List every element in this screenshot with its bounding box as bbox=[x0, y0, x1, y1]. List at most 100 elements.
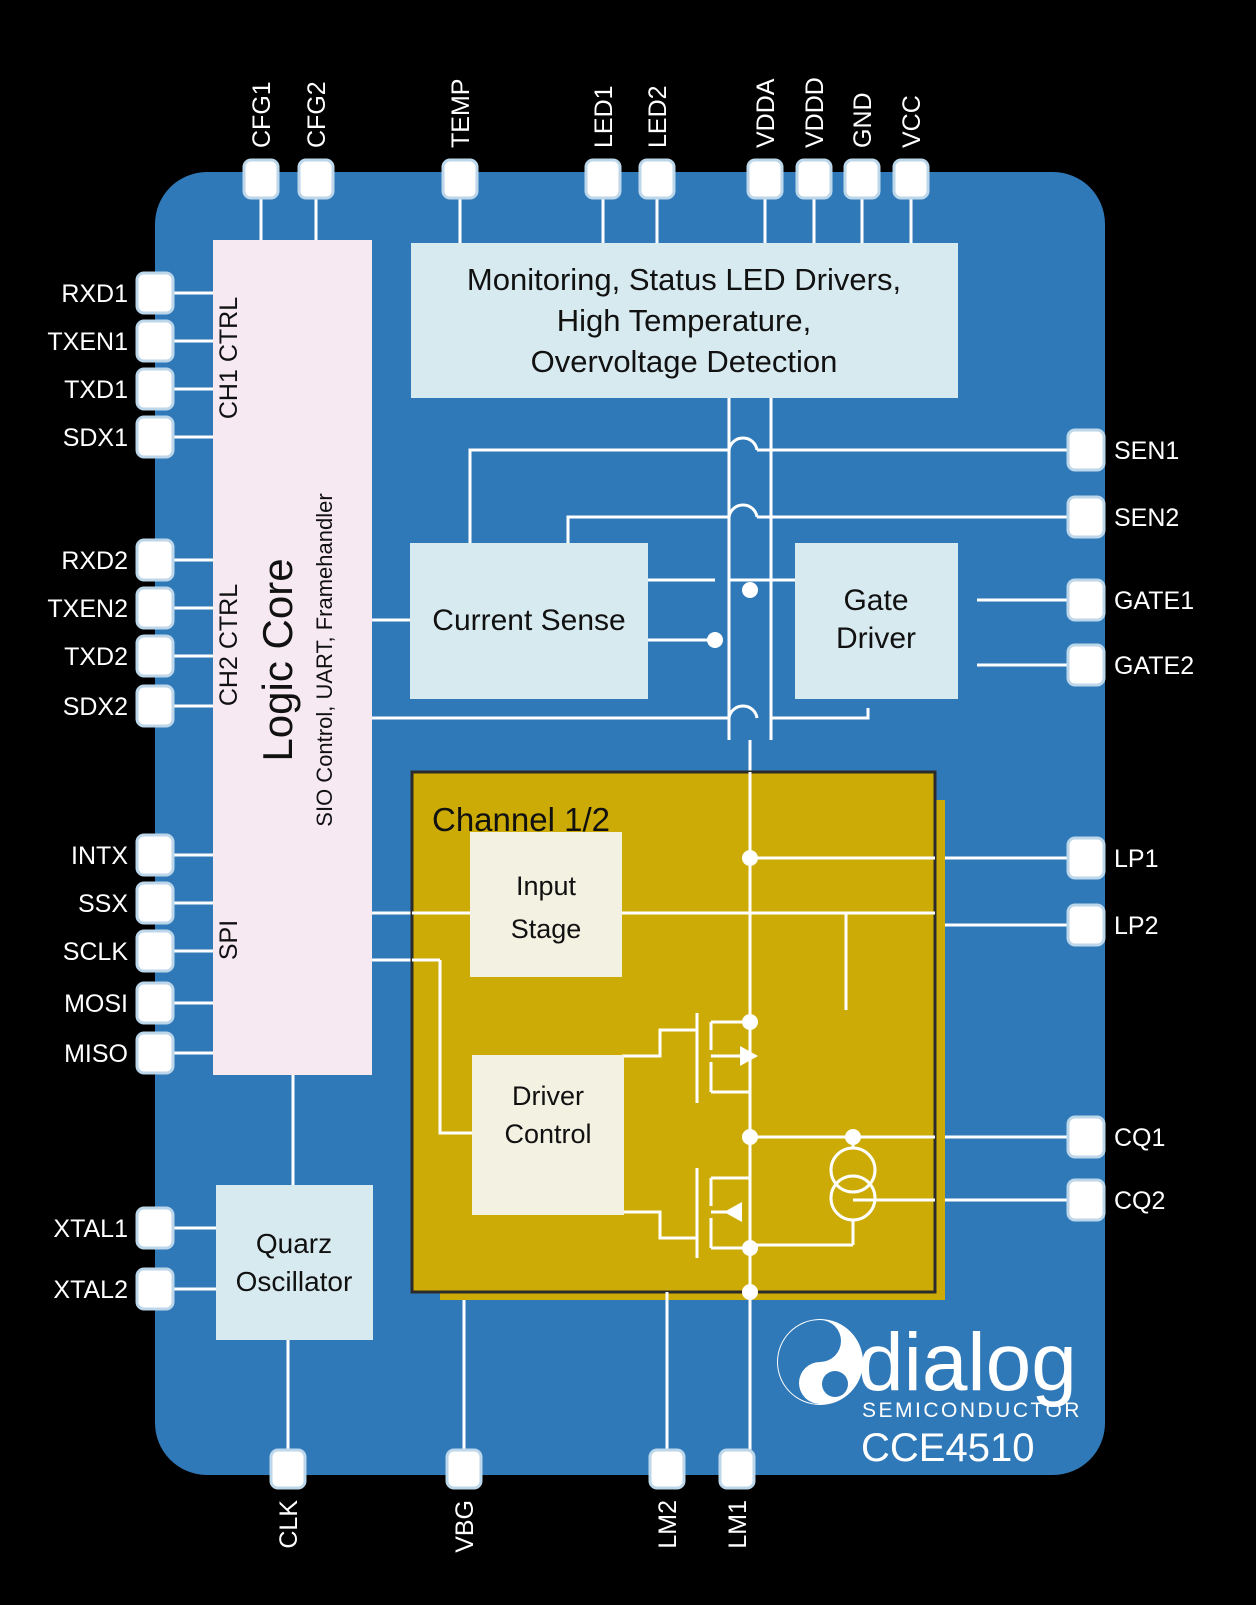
logic-core-block bbox=[213, 240, 372, 1075]
pin-label-CFG1: CFG1 bbox=[248, 81, 276, 148]
pin-pad-CQ1[interactable] bbox=[1066, 1115, 1106, 1159]
pin-pad-SEN1[interactable] bbox=[1066, 428, 1106, 472]
pin-pad-VBG[interactable] bbox=[445, 1448, 483, 1490]
driver-control-label-2: Control bbox=[504, 1119, 591, 1149]
pin-pad-SDX2[interactable] bbox=[135, 684, 175, 728]
pin-pad-TXEN1[interactable] bbox=[135, 319, 175, 363]
quarz-oscillator-block bbox=[216, 1185, 373, 1340]
pin-label-VCC: VCC bbox=[898, 95, 926, 148]
pin-label-XTAL2: XTAL2 bbox=[53, 1276, 128, 1304]
logic-core-title: Logic Core bbox=[254, 558, 301, 761]
pin-label-MISO: MISO bbox=[64, 1040, 128, 1068]
pin-label-INTX: INTX bbox=[71, 842, 128, 870]
input-stage-label-2: Stage bbox=[511, 914, 582, 944]
pin-label-CQ1: CQ1 bbox=[1114, 1124, 1165, 1152]
pin-pad-LED2[interactable] bbox=[638, 158, 676, 200]
quarz-oscillator-label-1: Quarz bbox=[256, 1228, 332, 1259]
pin-pad-CQ2[interactable] bbox=[1066, 1178, 1106, 1222]
pin-pad-MISO[interactable] bbox=[135, 1031, 175, 1075]
pin-pad-VDDA[interactable] bbox=[746, 158, 784, 200]
pin-label-CQ2: CQ2 bbox=[1114, 1187, 1165, 1215]
gate-driver-label-1: Gate bbox=[843, 584, 908, 617]
input-stage-block bbox=[470, 832, 622, 977]
bottom-pin-group: CLK VBG LM2 LM1 bbox=[269, 1448, 756, 1553]
left-pin-group: RXD1TXEN1TXD1SDX1RXD2TXEN2TXD2SDX2INTXSS… bbox=[47, 271, 175, 1311]
pin-label-VBG: VBG bbox=[451, 1500, 479, 1553]
dialog-subtitle: SEMICONDUCTOR bbox=[862, 1399, 1082, 1422]
gate-driver-block bbox=[795, 543, 958, 699]
driver-control-label-1: Driver bbox=[512, 1081, 584, 1111]
pin-pad-CFG1[interactable] bbox=[242, 158, 280, 200]
monitoring-label-2: High Temperature, bbox=[557, 303, 811, 338]
driver-control-block bbox=[472, 1055, 624, 1215]
pin-pad-INTX[interactable] bbox=[135, 833, 175, 877]
pin-label-RXD1: RXD1 bbox=[61, 280, 128, 308]
monitoring-label-3: Overvoltage Detection bbox=[531, 344, 838, 379]
pin-pad-TEMP[interactable] bbox=[441, 158, 479, 200]
pin-label-CLK: CLK bbox=[275, 1500, 303, 1549]
pin-pad-GATE2[interactable] bbox=[1066, 643, 1106, 687]
logic-core-ch2-label: CH2 CTRL bbox=[215, 584, 243, 706]
dialog-wordmark: dialog bbox=[858, 1317, 1077, 1408]
pin-pad-RXD2[interactable] bbox=[135, 538, 175, 582]
pin-label-TXD1: TXD1 bbox=[64, 376, 128, 404]
gate-driver-label-2: Driver bbox=[836, 622, 916, 655]
pin-pad-TXD1[interactable] bbox=[135, 367, 175, 411]
pin-label-RXD2: RXD2 bbox=[61, 547, 128, 575]
pin-label-VDDA: VDDA bbox=[752, 78, 780, 148]
chip-part-number: CCE4510 bbox=[861, 1426, 1034, 1470]
junction-dots-top bbox=[742, 850, 861, 1300]
logic-core-ch1-label: CH1 CTRL bbox=[215, 297, 243, 419]
pin-label-SDX1: SDX1 bbox=[63, 424, 128, 452]
pin-label-TXD2: TXD2 bbox=[64, 643, 128, 671]
pin-label-SSX: SSX bbox=[78, 890, 128, 918]
pin-pad-VDDD[interactable] bbox=[795, 158, 833, 200]
pin-label-LP1: LP1 bbox=[1114, 845, 1158, 873]
pin-label-LED2: LED2 bbox=[644, 85, 672, 148]
pin-pad-RXD1[interactable] bbox=[135, 271, 175, 315]
pin-pad-VCC[interactable] bbox=[892, 158, 930, 200]
pin-label-LM2: LM2 bbox=[654, 1500, 682, 1549]
pin-pad-CFG2[interactable] bbox=[297, 158, 335, 200]
pin-pad-GATE1[interactable] bbox=[1066, 578, 1106, 622]
pin-pad-LM1[interactable] bbox=[718, 1448, 756, 1490]
pin-pad-SSX[interactable] bbox=[135, 881, 175, 925]
pin-pad-CLK[interactable] bbox=[269, 1448, 307, 1490]
current-sense-block bbox=[410, 543, 648, 699]
monitoring-block bbox=[411, 243, 958, 398]
channel-title: Channel 1/2 bbox=[432, 801, 610, 838]
pin-pad-SCLK[interactable] bbox=[135, 929, 175, 973]
logic-core-spi-label: SPI bbox=[215, 920, 243, 960]
pin-label-GND: GND bbox=[849, 92, 877, 148]
pin-pad-GND[interactable] bbox=[843, 158, 881, 200]
pin-pad-XTAL1[interactable] bbox=[135, 1206, 175, 1250]
pin-label-GATE2: GATE2 bbox=[1114, 652, 1194, 680]
pin-label-LED1: LED1 bbox=[590, 85, 618, 148]
pin-label-SEN2: SEN2 bbox=[1114, 504, 1179, 532]
pin-label-SCLK: SCLK bbox=[63, 938, 129, 966]
dialog-logo: dialog SEMICONDUCTOR CCE4510 bbox=[777, 1317, 1082, 1470]
pin-pad-SDX1[interactable] bbox=[135, 415, 175, 459]
pin-label-LP2: LP2 bbox=[1114, 912, 1158, 940]
pin-label-TXEN1: TXEN1 bbox=[47, 328, 128, 356]
pin-pad-TXD2[interactable] bbox=[135, 634, 175, 678]
pin-pad-LM2[interactable] bbox=[648, 1448, 686, 1490]
monitoring-label-1: Monitoring, Status LED Drivers, bbox=[467, 262, 901, 297]
pin-pad-LP2[interactable] bbox=[1066, 903, 1106, 947]
pin-label-CFG2: CFG2 bbox=[303, 81, 331, 148]
pin-pad-LP1[interactable] bbox=[1066, 836, 1106, 880]
pin-label-TEMP: TEMP bbox=[447, 79, 475, 148]
pin-pad-LED1[interactable] bbox=[584, 158, 622, 200]
pin-pad-MOSI[interactable] bbox=[135, 981, 175, 1025]
pin-pad-XTAL2[interactable] bbox=[135, 1267, 175, 1311]
pin-label-SDX2: SDX2 bbox=[63, 693, 128, 721]
pin-pad-TXEN2[interactable] bbox=[135, 586, 175, 630]
pin-label-SEN1: SEN1 bbox=[1114, 437, 1179, 465]
quarz-oscillator-label-2: Oscillator bbox=[236, 1266, 353, 1297]
pin-pad-SEN2[interactable] bbox=[1066, 495, 1106, 539]
pin-label-LM1: LM1 bbox=[724, 1500, 752, 1549]
